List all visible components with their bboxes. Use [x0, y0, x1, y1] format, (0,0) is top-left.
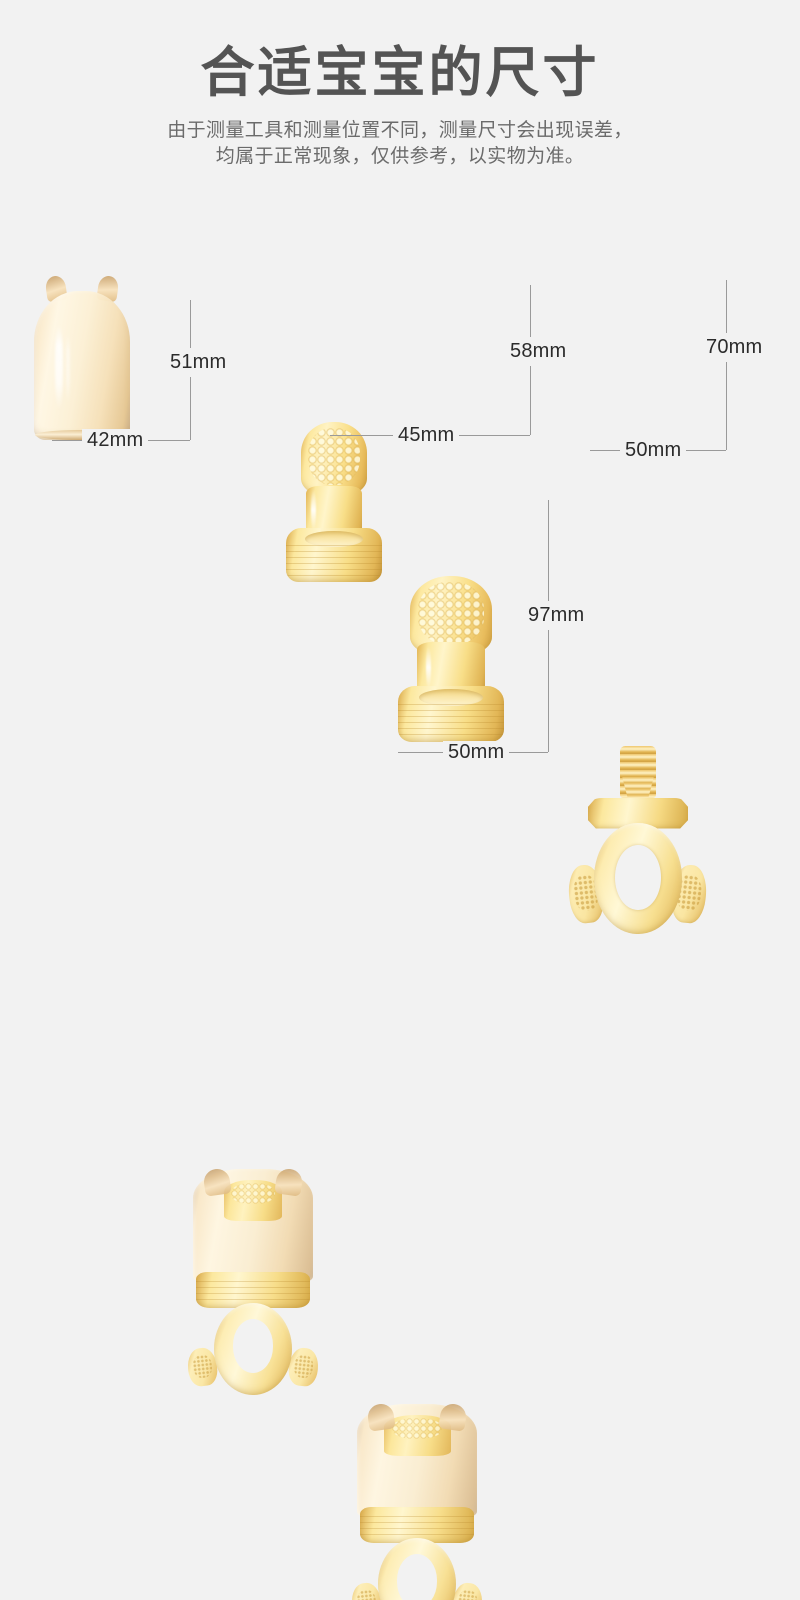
feeder-paw-right	[451, 1581, 484, 1600]
teat-base-dish	[419, 688, 483, 706]
product-ring-handle	[566, 746, 710, 938]
handle-ring-hole	[615, 845, 661, 910]
page-title: 合适宝宝的尺寸	[200, 43, 600, 103]
cap-body	[34, 290, 130, 440]
cap-width-label: 42mm	[82, 429, 149, 452]
feeder-ring-hole	[232, 1319, 274, 1373]
teat-highlight	[310, 489, 316, 531]
product-teat-narrow	[286, 422, 382, 582]
header: 合适宝宝的尺寸 由于测量工具和测量位置不同，测量尺寸会出现误差， 均属于正常现象…	[0, 0, 800, 200]
feeder-collar-ribs	[195, 1280, 311, 1305]
teat-base	[398, 685, 504, 742]
feeder-collar-ribs	[359, 1515, 475, 1540]
teat-base	[286, 527, 382, 582]
handle-ring	[594, 822, 682, 935]
cap-highlight-secondary	[65, 332, 70, 405]
teat-height-label: 58mm	[506, 337, 571, 366]
product-cap	[34, 274, 130, 440]
cap-height-label: 51mm	[166, 348, 231, 377]
product-teat-wide	[398, 576, 504, 742]
subtitle-line-1: 由于测量工具和测量位置不同，测量尺寸会出现误差，	[167, 120, 633, 141]
teat-base-ribs	[398, 703, 504, 739]
teat-mesh-holes	[307, 427, 361, 486]
cap-highlight	[55, 323, 63, 411]
teat-bulb	[301, 422, 367, 496]
handle-width-label: 50mm	[620, 439, 687, 462]
feeder-inner-mesh-holes	[391, 1417, 443, 1439]
paw-texture	[355, 1588, 378, 1600]
feeder-paw-right	[287, 1346, 320, 1387]
feeder-width-label: 50mm	[443, 741, 510, 764]
feeder-ring-hole	[396, 1554, 438, 1600]
feeder-inner-mesh-holes	[231, 1182, 275, 1204]
paw-texture	[456, 1588, 479, 1600]
teat-base-dish	[305, 530, 363, 548]
feeder-inner-teat	[224, 1180, 282, 1221]
teat-mesh-holes	[417, 582, 485, 645]
feeder-ear-right-icon	[274, 1167, 305, 1197]
subtitle-line-2: 均属于正常现象，仅供参考，以实物为准。	[215, 146, 585, 167]
product-assembled-feeder-2	[350, 1402, 484, 1600]
teat-highlight	[425, 645, 431, 689]
teat-base-ribs	[286, 545, 382, 579]
page-subtitle: 由于测量工具和测量位置不同，测量尺寸会出现误差， 均属于正常现象，仅供参考，以实…	[0, 118, 800, 170]
feeder-height-label: 97mm	[524, 601, 589, 630]
teat-width-label: 45mm	[393, 424, 460, 447]
handle-height-label: 70mm	[702, 333, 767, 362]
handle-height-dimension-line	[726, 280, 727, 450]
paw-texture	[191, 1353, 214, 1379]
product-assembled-feeder-1	[186, 1167, 320, 1404]
paw-texture	[292, 1353, 315, 1379]
feeder-ring	[378, 1537, 456, 1600]
feeder-ring	[214, 1302, 292, 1395]
feeder-ear-right-icon	[438, 1402, 469, 1432]
